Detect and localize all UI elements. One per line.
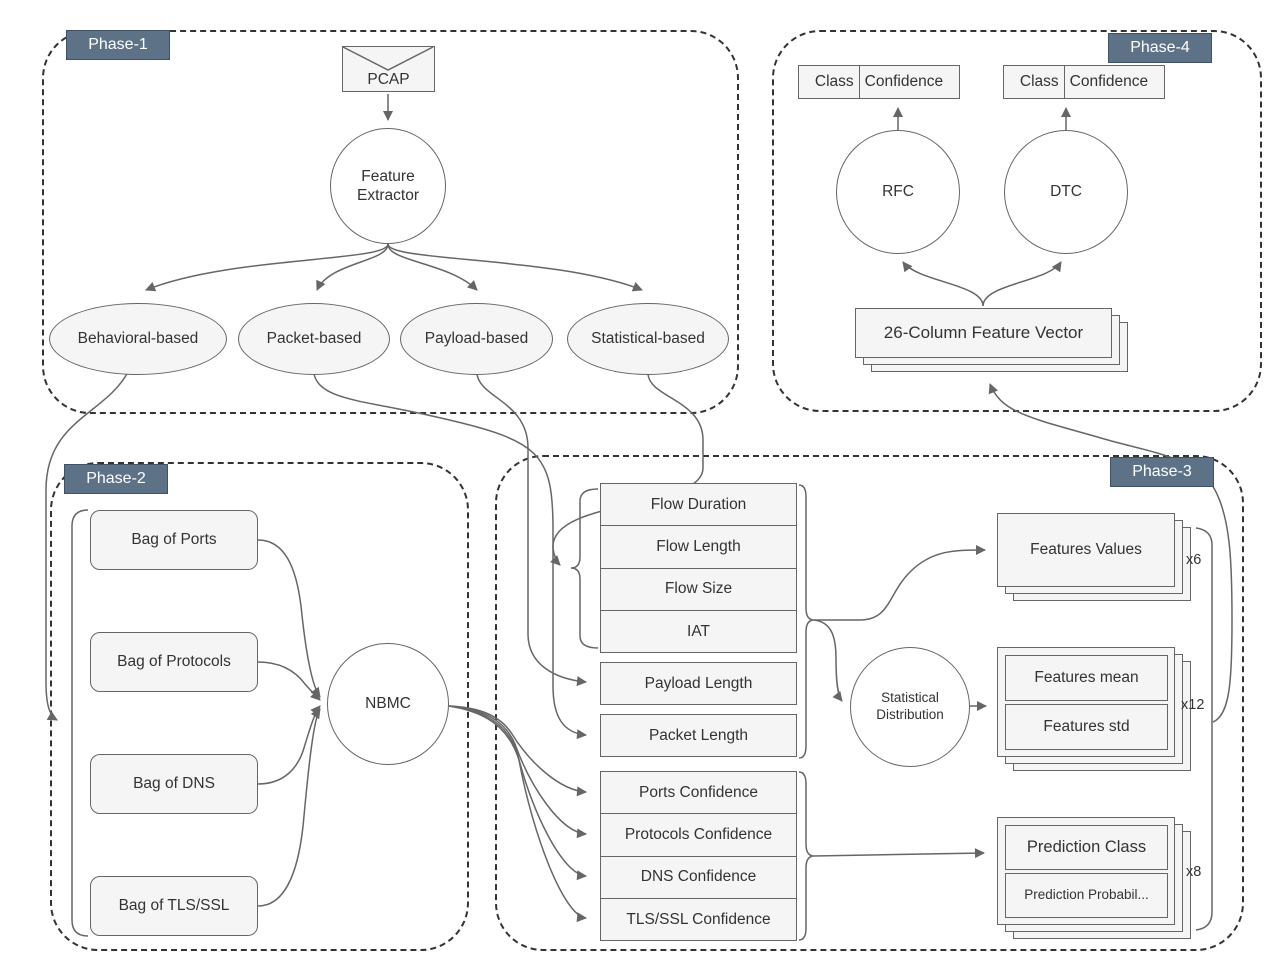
features-values-label: Features Values <box>1030 541 1142 559</box>
prediction-probability-box: Prediction Probabil... <box>1005 873 1168 918</box>
dtc-confidence-cell: Confidence <box>1065 66 1153 98</box>
protocols-confidence-cell: Protocols Confidence <box>601 813 796 855</box>
packet-length-node: Packet Length <box>600 714 797 757</box>
statistical-based-node: Statistical-based <box>567 303 729 375</box>
feature-vector-node: 26-Column Feature Vector <box>855 308 1112 358</box>
rfc-node: RFC <box>836 130 960 254</box>
prediction-probability-label: Prediction Probabil... <box>1024 887 1149 903</box>
pcap-envelope: PCAP <box>342 46 435 92</box>
prediction-count: x8 <box>1186 864 1201 880</box>
ports-confidence-label: Ports Confidence <box>639 783 758 801</box>
rfc-confidence-label: Confidence <box>864 73 944 91</box>
packet-based-node: Packet-based <box>238 303 390 375</box>
features-mean-label: Features mean <box>1034 669 1139 687</box>
features-values-node: Features Values <box>997 513 1175 587</box>
iat-label: IAT <box>687 622 710 640</box>
feature-vector-label: 26-Column Feature Vector <box>883 323 1084 343</box>
features-std-box: Features std <box>1005 704 1168 750</box>
bag-of-protocols-label: Bag of Protocols <box>117 653 231 671</box>
payload-length-label: Payload Length <box>644 674 753 692</box>
behavioral-based-label: Behavioral-based <box>77 330 199 348</box>
phase2-label-text: Phase-2 <box>86 470 146 487</box>
payload-based-node: Payload-based <box>400 303 553 375</box>
bag-of-ports-label: Bag of Ports <box>131 531 217 549</box>
bag-of-tls-ssl-node: Bag of TLS/SSL <box>90 876 258 936</box>
bag-of-dns-label: Bag of DNS <box>133 775 215 793</box>
dtc-class-label: Class <box>1019 73 1059 91</box>
phase1-label: Phase-1 <box>66 30 170 60</box>
confidence-stack: Ports Confidence Protocols Confidence DN… <box>600 771 797 941</box>
tls-ssl-confidence-cell: TLS/SSL Confidence <box>601 897 796 940</box>
prediction-node: Prediction Class Prediction Probabil... <box>997 817 1175 925</box>
dns-confidence-label: DNS Confidence <box>640 868 757 886</box>
bag-of-dns-node: Bag of DNS <box>90 754 258 814</box>
payload-length-node: Payload Length <box>600 662 797 705</box>
rfc-output-box: Class Confidence <box>798 65 960 99</box>
dtc-node: DTC <box>1004 130 1128 254</box>
prediction-class-label: Prediction Class <box>1026 838 1147 857</box>
bag-of-ports-node: Bag of Ports <box>90 510 258 570</box>
nbmc-node: NBMC <box>327 643 449 765</box>
packet-length-label: Packet Length <box>648 726 749 744</box>
features-stats-count: x12 <box>1181 697 1204 713</box>
dtc-output-box: Class Confidence <box>1003 65 1165 99</box>
tls-ssl-confidence-label: TLS/SSL Confidence <box>626 910 771 928</box>
rfc-class-label: Class <box>814 73 854 91</box>
features-values-count: x6 <box>1186 552 1201 568</box>
protocols-confidence-label: Protocols Confidence <box>624 826 773 844</box>
prediction-count-text: x8 <box>1186 864 1202 880</box>
rfc-confidence-cell: Confidence <box>860 66 948 98</box>
pcap-label: PCAP <box>367 70 410 88</box>
ports-confidence-cell: Ports Confidence <box>601 772 796 813</box>
phase4-label-text: Phase-4 <box>1130 39 1190 56</box>
flow-length-label: Flow Length <box>656 538 741 556</box>
flow-features-stack: Flow Duration Flow Length Flow Size IAT <box>600 483 797 653</box>
feature-extractor-node: Feature Extractor <box>330 128 446 244</box>
rfc-label: RFC <box>882 183 914 201</box>
features-stats-node: Features mean Features std <box>997 647 1175 757</box>
bag-of-tls-ssl-label: Bag of TLS/SSL <box>118 897 230 915</box>
prediction-class-box: Prediction Class <box>1005 825 1168 870</box>
phase2-label: Phase-2 <box>64 464 168 494</box>
statistical-distribution-node: Statistical Distribution <box>850 647 970 767</box>
rfc-class-cell: Class <box>810 66 860 98</box>
bag-of-protocols-node: Bag of Protocols <box>90 632 258 692</box>
phase4-label: Phase-4 <box>1108 33 1212 63</box>
features-std-label: Features std <box>1043 718 1130 736</box>
payload-based-label: Payload-based <box>424 330 529 348</box>
phase3-label: Phase-3 <box>1110 457 1214 487</box>
flow-duration-label: Flow Duration <box>650 495 747 513</box>
dtc-label: DTC <box>1050 183 1082 201</box>
flow-length-cell: Flow Length <box>601 525 796 567</box>
behavioral-based-node: Behavioral-based <box>49 303 227 375</box>
flow-duration-cell: Flow Duration <box>601 484 796 525</box>
phase1-label-text: Phase-1 <box>88 36 148 53</box>
statistical-based-label: Statistical-based <box>591 330 705 348</box>
features-stats-count-text: x12 <box>1181 697 1205 713</box>
feature-extractor-line1: Feature <box>361 167 415 185</box>
flow-size-cell: Flow Size <box>601 567 796 610</box>
dtc-class-cell: Class <box>1015 66 1065 98</box>
dns-confidence-cell: DNS Confidence <box>601 855 796 898</box>
nbmc-label: NBMC <box>365 695 411 713</box>
phase3-label-text: Phase-3 <box>1132 463 1192 480</box>
features-values-count-text: x6 <box>1186 552 1202 568</box>
dtc-confidence-label: Confidence <box>1069 73 1149 91</box>
packet-based-label: Packet-based <box>266 330 362 348</box>
stat-dist-line2: Distribution <box>876 707 944 722</box>
flow-size-label: Flow Size <box>664 580 733 598</box>
features-mean-box: Features mean <box>1005 655 1168 701</box>
feature-extractor-line2: Extractor <box>356 187 419 204</box>
iat-cell: IAT <box>601 609 796 652</box>
stat-dist-line1: Statistical <box>881 690 939 706</box>
